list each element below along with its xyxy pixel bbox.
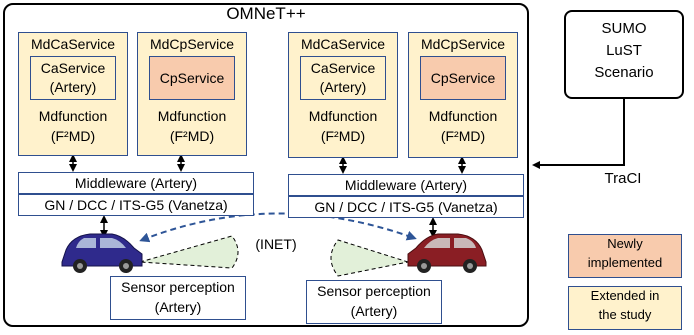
legend-newly-line1: Newly xyxy=(607,236,643,251)
legend-extended-line2: the study xyxy=(598,307,652,322)
left-middleware-label: Middleware (Artery) xyxy=(74,175,198,191)
right-ca-f2md: (F²MD) xyxy=(320,128,366,144)
right-cp-mdfunction: Mdfunction xyxy=(428,108,498,124)
right-cpservice-box xyxy=(420,56,506,100)
sumo-line2: LuST xyxy=(606,42,642,59)
sumo-line1: SUMO xyxy=(601,20,647,37)
traci-label: TraCI xyxy=(604,170,642,187)
left-caservice-box xyxy=(30,56,116,100)
right-ca-mdfunction: Mdfunction xyxy=(308,108,378,124)
omnet-frame xyxy=(3,3,529,327)
left-sensor-box xyxy=(110,276,246,320)
legend-extended-line1: Extended in xyxy=(590,288,660,303)
right-gn-box xyxy=(288,196,524,218)
right-gn-label: GN / DCC / ITS-G5 (Vanetza) xyxy=(314,199,498,215)
blue-car-icon xyxy=(61,233,143,273)
right-middleware-label: Middleware (Artery) xyxy=(344,177,468,193)
sumo-box xyxy=(564,10,684,99)
left-gn-label: GN / DCC / ITS-G5 (Vanetza) xyxy=(44,197,228,213)
legend-extended xyxy=(568,286,682,330)
left-sensor-cone xyxy=(139,235,239,269)
left-cpservice-label: CpService xyxy=(159,70,225,86)
traci-connection xyxy=(532,99,625,169)
right-caservice-label: CaService xyxy=(310,60,376,76)
right-mdcaservice-title: MdCaService xyxy=(300,36,386,52)
left-sensor-sub: (Artery) xyxy=(154,299,202,315)
right-caservice-box xyxy=(300,56,386,100)
right-middleware-box xyxy=(288,174,524,196)
left-gn-box xyxy=(18,194,254,216)
right-caservice-sub: (Artery) xyxy=(319,79,367,95)
right-sensor-label: Sensor perception xyxy=(317,283,431,299)
left-ca-f2md: (F²MD) xyxy=(50,128,96,144)
inet-link xyxy=(139,212,417,243)
right-cp-f2md: (F²MD) xyxy=(440,128,486,144)
left-mdcpservice-title: MdCpService xyxy=(149,36,235,52)
legend-newly-implemented xyxy=(568,234,682,278)
left-caservice-sub: (Artery) xyxy=(49,79,97,95)
omnet-title: OMNeT++ xyxy=(226,4,306,23)
left-cp-mdfunction: Mdfunction xyxy=(157,108,227,124)
left-caservice-label: CaService xyxy=(40,60,106,76)
red-car-icon xyxy=(407,233,487,273)
left-cp-f2md: (F²MD) xyxy=(169,128,215,144)
right-sensor-box xyxy=(306,280,442,324)
right-sensor-sub: (Artery) xyxy=(350,303,398,319)
left-sensor-label: Sensor perception xyxy=(121,279,235,295)
right-cpservice-label: CpService xyxy=(430,70,496,86)
left-mdcaservice-title: MdCaService xyxy=(30,36,116,52)
legend-newly-line2: implemented xyxy=(587,255,663,270)
sumo-line3: Scenario xyxy=(594,64,654,81)
right-mdcpservice-title: MdCpService xyxy=(420,36,506,52)
inet-label: (INET) xyxy=(255,236,297,252)
left-ca-mdfunction: Mdfunction xyxy=(38,108,108,124)
left-middleware-box xyxy=(18,172,254,194)
left-cpservice-box xyxy=(149,56,235,100)
